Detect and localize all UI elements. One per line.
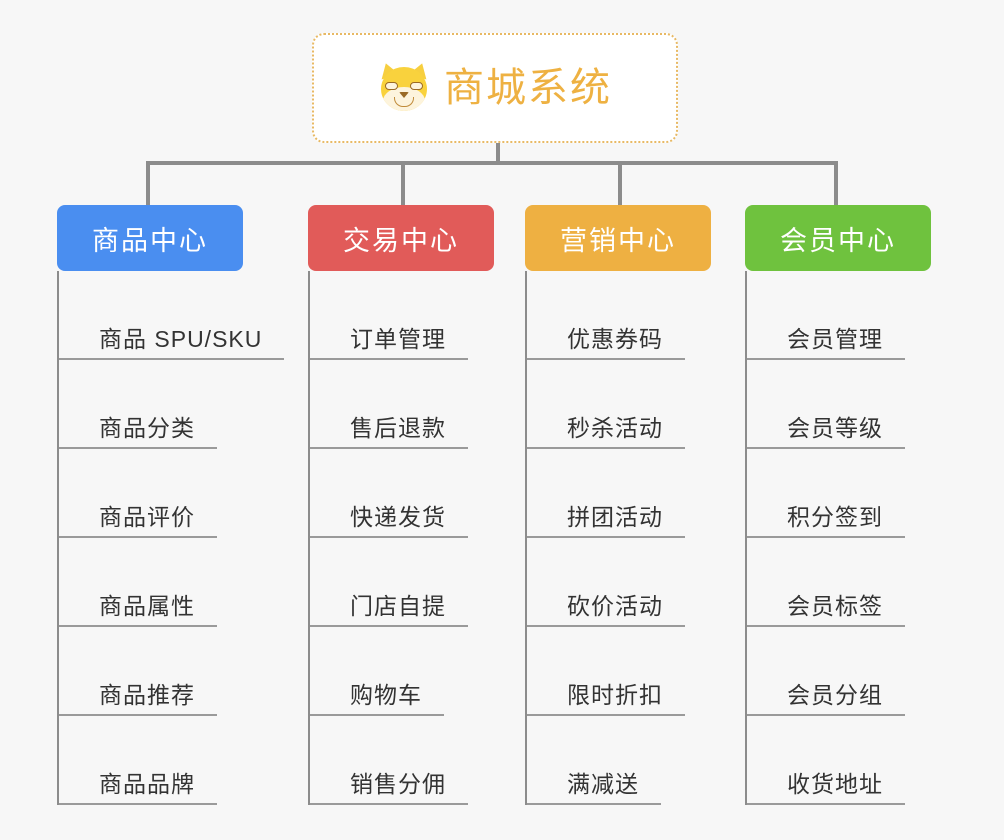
leaf-item-label: 拼团活动 bbox=[527, 503, 685, 538]
leaf-list-marketing-center: 优惠券码秒杀活动拼团活动砍价活动限时折扣满减送 bbox=[525, 271, 711, 805]
leaf-item[interactable]: 会员管理 bbox=[745, 271, 931, 360]
dog-nose-icon bbox=[399, 92, 409, 98]
leaf-item[interactable]: 商品品牌 bbox=[57, 716, 243, 805]
leaf-item[interactable]: 售后退款 bbox=[308, 360, 494, 449]
leaf-item[interactable]: 购物车 bbox=[308, 627, 494, 716]
leaf-item-label: 会员分组 bbox=[747, 681, 905, 716]
leaf-item[interactable]: 商品属性 bbox=[57, 538, 243, 627]
category-header-trade-center[interactable]: 交易中心 bbox=[308, 205, 494, 271]
leaf-item-label: 会员管理 bbox=[747, 325, 905, 360]
branch-spine-product-center bbox=[57, 271, 59, 805]
leaf-item-label: 售后退款 bbox=[310, 414, 468, 449]
category-header-member-center[interactable]: 会员中心 bbox=[745, 205, 931, 271]
leaf-item[interactable]: 拼团活动 bbox=[525, 449, 711, 538]
branch-column-trade-center: 交易中心订单管理售后退款快递发货门店自提购物车销售分佣 bbox=[308, 205, 494, 805]
leaf-item-label: 商品品牌 bbox=[59, 770, 217, 805]
leaf-item[interactable]: 满减送 bbox=[525, 716, 711, 805]
leaf-item[interactable]: 商品 SPU/SKU bbox=[57, 271, 285, 360]
connector-root-stem bbox=[496, 143, 500, 165]
leaf-item[interactable]: 砍价活动 bbox=[525, 538, 711, 627]
leaf-item-label: 快递发货 bbox=[310, 503, 468, 538]
leaf-item[interactable]: 订单管理 bbox=[308, 271, 494, 360]
leaf-item-label: 收货地址 bbox=[747, 770, 905, 805]
leaf-item[interactable]: 秒杀活动 bbox=[525, 360, 711, 449]
shiba-dog-icon bbox=[377, 60, 431, 114]
leaf-item-label: 商品 SPU/SKU bbox=[59, 325, 285, 360]
leaf-item[interactable]: 收货地址 bbox=[745, 716, 931, 805]
leaf-item-label: 优惠券码 bbox=[527, 325, 685, 360]
leaf-item-label: 秒杀活动 bbox=[527, 414, 685, 449]
branch-spine-marketing-center bbox=[525, 271, 527, 805]
leaf-list-product-center: 商品 SPU/SKU 商品分类商品评价商品属性商品推荐商品品牌 bbox=[57, 271, 285, 805]
leaf-item-label: 订单管理 bbox=[310, 325, 468, 360]
dog-eye-left-icon bbox=[385, 82, 398, 90]
dog-head-icon bbox=[381, 67, 427, 111]
leaf-list-member-center: 会员管理会员等级积分签到会员标签会员分组收货地址 bbox=[745, 271, 931, 805]
leaf-item[interactable]: 商品推荐 bbox=[57, 627, 243, 716]
leaf-item[interactable]: 商品评价 bbox=[57, 449, 243, 538]
root-node[interactable]: 商城系统 bbox=[312, 33, 678, 143]
leaf-item-label: 商品推荐 bbox=[59, 681, 217, 716]
leaf-item-label: 砍价活动 bbox=[527, 592, 685, 627]
connector-drop-product-center bbox=[146, 161, 150, 205]
leaf-item[interactable]: 会员分组 bbox=[745, 627, 931, 716]
leaf-item-label: 门店自提 bbox=[310, 592, 468, 627]
branch-spine-member-center bbox=[745, 271, 747, 805]
leaf-item[interactable]: 销售分佣 bbox=[308, 716, 494, 805]
leaf-list-trade-center: 订单管理售后退款快递发货门店自提购物车销售分佣 bbox=[308, 271, 494, 805]
connector-horizontal-bus bbox=[148, 161, 838, 165]
leaf-item[interactable]: 会员标签 bbox=[745, 538, 931, 627]
leaf-item-label: 商品分类 bbox=[59, 414, 217, 449]
leaf-item[interactable]: 快递发货 bbox=[308, 449, 494, 538]
leaf-item-label: 商品评价 bbox=[59, 503, 217, 538]
leaf-item[interactable]: 优惠券码 bbox=[525, 271, 711, 360]
leaf-item-label: 会员等级 bbox=[747, 414, 905, 449]
leaf-item-label: 销售分佣 bbox=[310, 770, 468, 805]
connector-drop-marketing-center bbox=[618, 161, 622, 205]
leaf-item[interactable]: 限时折扣 bbox=[525, 627, 711, 716]
branch-column-marketing-center: 营销中心优惠券码秒杀活动拼团活动砍价活动限时折扣满减送 bbox=[525, 205, 711, 805]
connector-drop-trade-center bbox=[401, 161, 405, 205]
branch-column-member-center: 会员中心会员管理会员等级积分签到会员标签会员分组收货地址 bbox=[745, 205, 931, 805]
branch-column-product-center: 商品中心商品 SPU/SKU 商品分类商品评价商品属性商品推荐商品品牌 bbox=[57, 205, 285, 805]
dog-muzzle-icon bbox=[383, 87, 425, 111]
leaf-item[interactable]: 门店自提 bbox=[308, 538, 494, 627]
leaf-item[interactable]: 积分签到 bbox=[745, 449, 931, 538]
connector-drop-member-center bbox=[834, 161, 838, 205]
root-title: 商城系统 bbox=[444, 66, 612, 110]
category-header-marketing-center[interactable]: 营销中心 bbox=[525, 205, 711, 271]
dog-eye-right-icon bbox=[410, 82, 423, 90]
leaf-item-label: 购物车 bbox=[310, 681, 444, 716]
leaf-item[interactable]: 会员等级 bbox=[745, 360, 931, 449]
leaf-item-label: 会员标签 bbox=[747, 592, 905, 627]
leaf-item-label: 限时折扣 bbox=[527, 681, 685, 716]
branch-spine-trade-center bbox=[308, 271, 310, 805]
leaf-item[interactable]: 商品分类 bbox=[57, 360, 243, 449]
leaf-item-label: 满减送 bbox=[527, 770, 661, 805]
leaf-item-label: 商品属性 bbox=[59, 592, 217, 627]
category-header-product-center[interactable]: 商品中心 bbox=[57, 205, 243, 271]
leaf-item-label: 积分签到 bbox=[747, 503, 905, 538]
